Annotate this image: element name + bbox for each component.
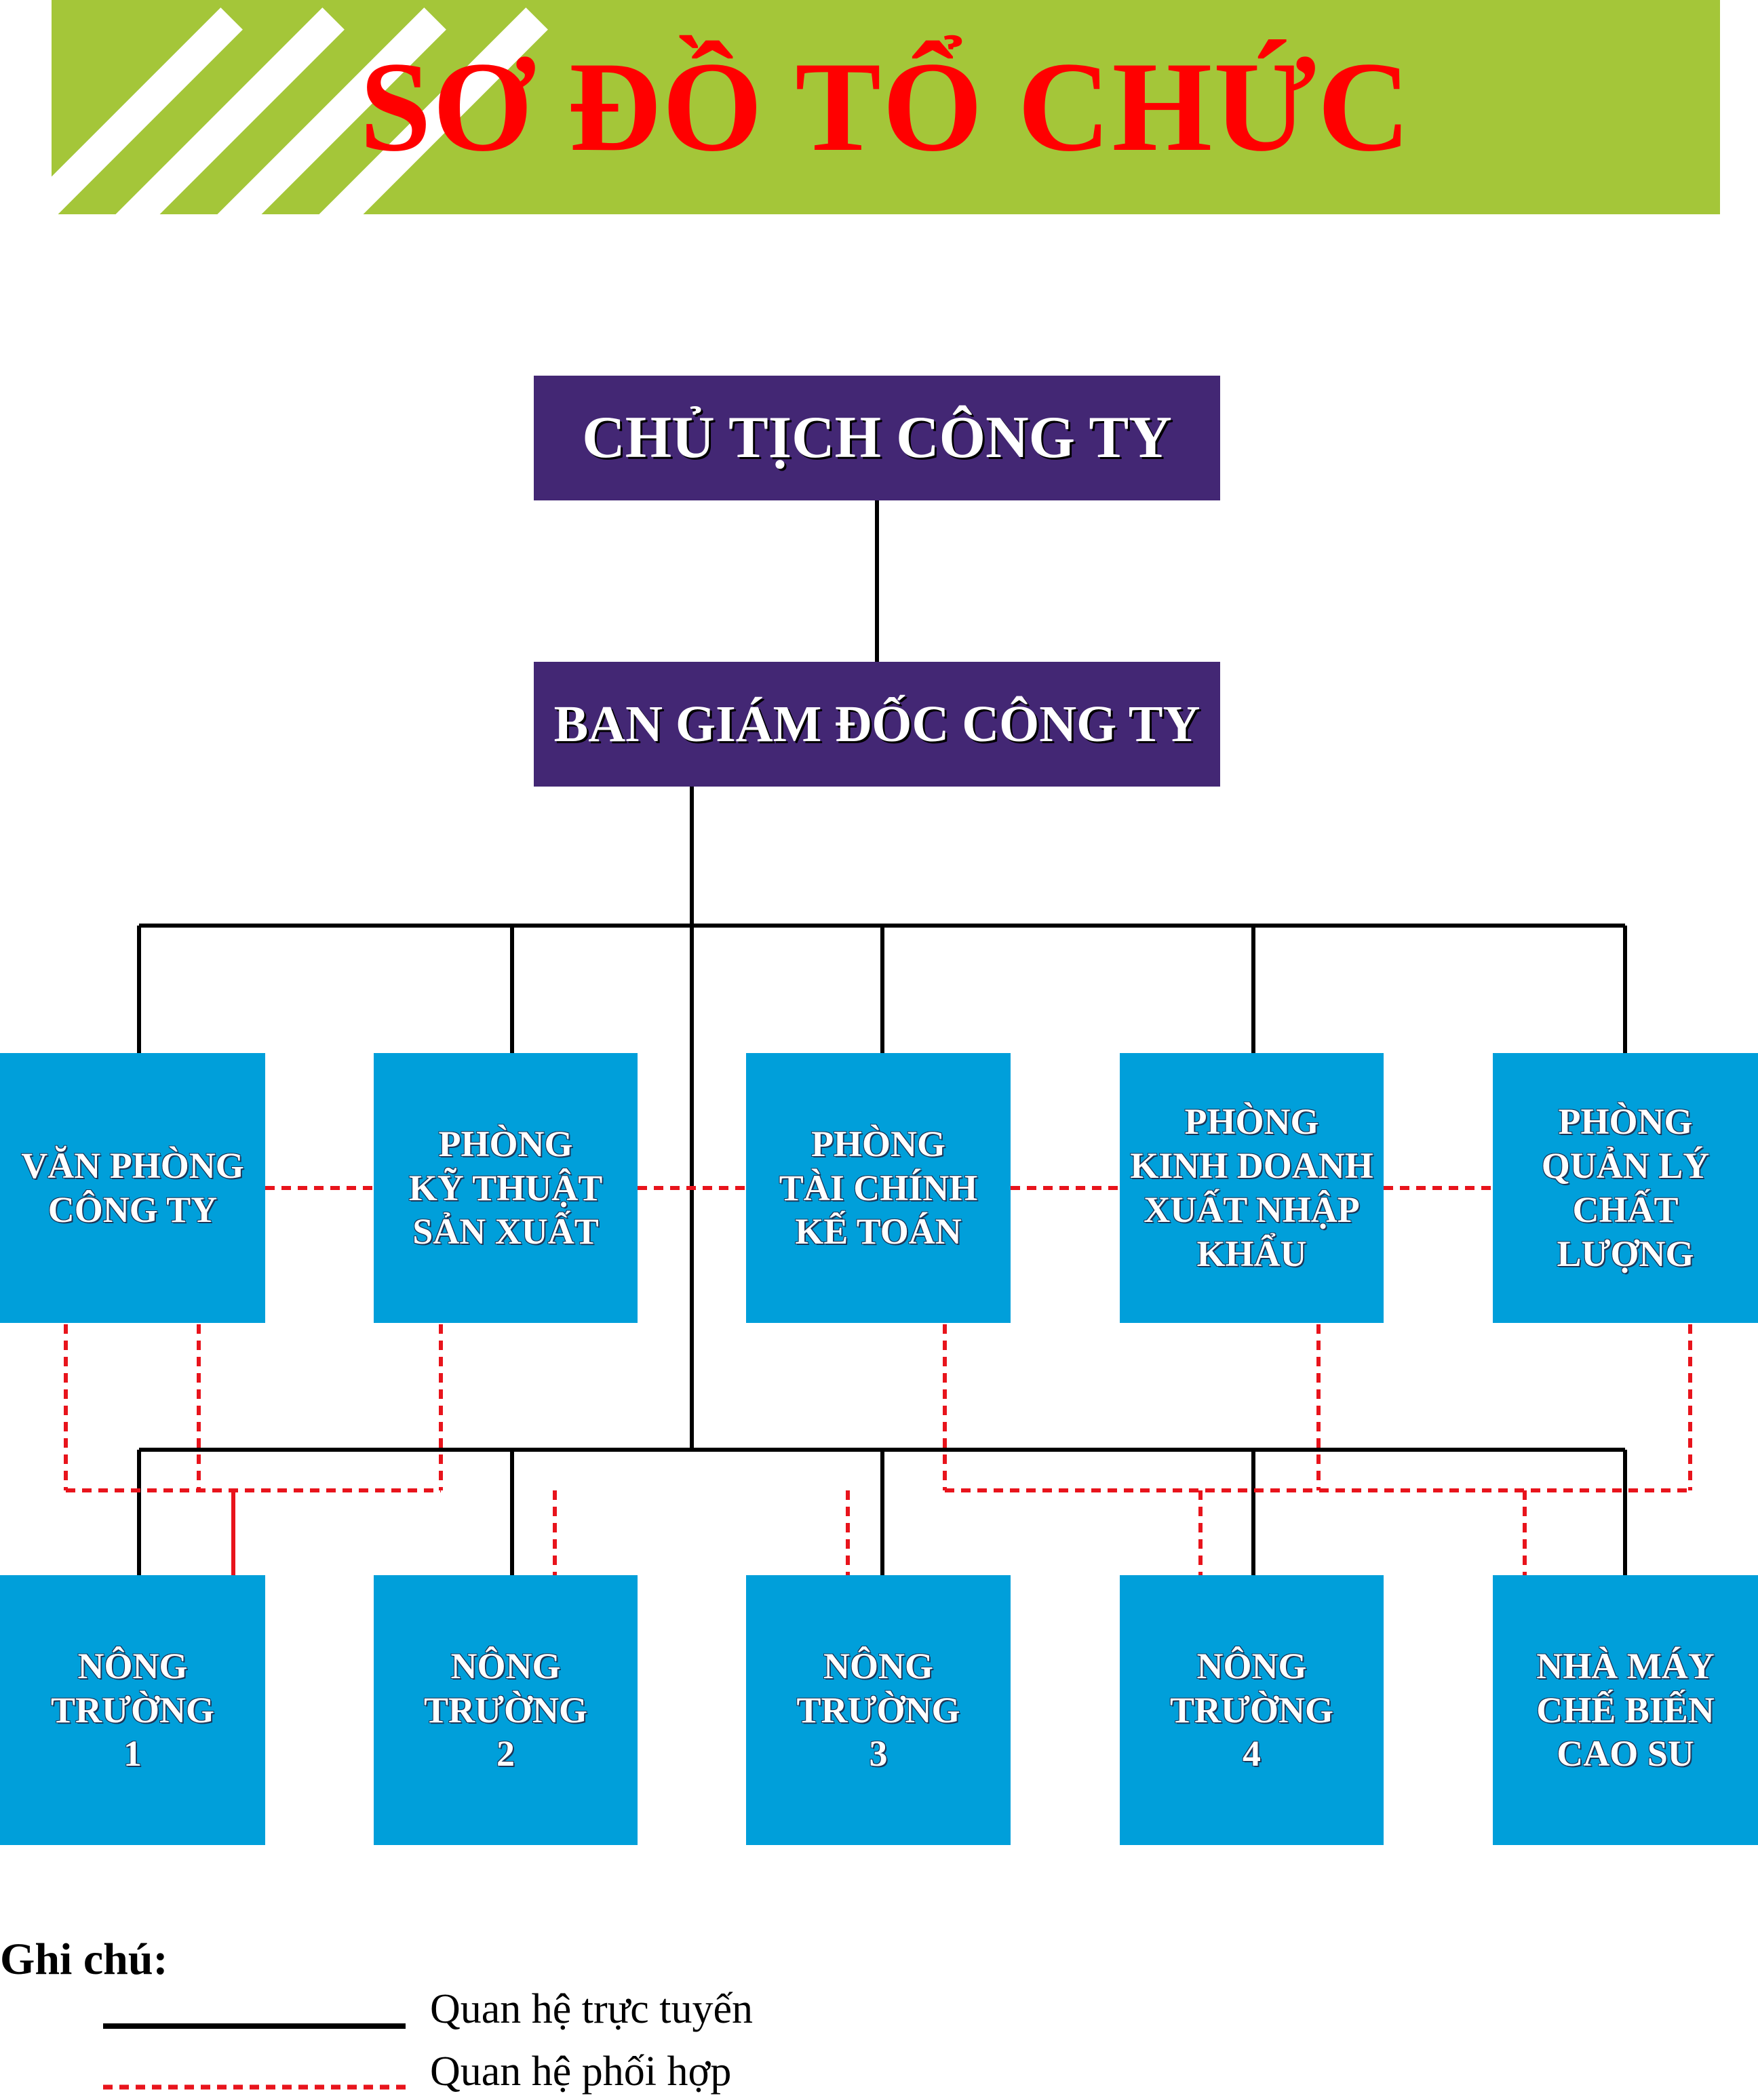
board-of-directors-box: BAN GIÁM ĐỐC CÔNG TY [534,662,1220,787]
unit-box: NHÀ MÁY CHẾ BIẾN CAO SU [1493,1575,1758,1845]
unit-box: NÔNG TRƯỜNG 2 [374,1575,638,1845]
unit-box: NÔNG TRƯỜNG 3 [746,1575,1011,1845]
legend-swatches [103,2023,406,2090]
unit-box: NÔNG TRƯỜNG 1 [0,1575,265,1845]
legend-direct-label: Quan hệ trực tuyến [430,1986,754,2032]
title-banner: SƠ ĐỒ TỔ CHỨC [52,0,1720,214]
department-box: PHÒNG TÀI CHÍNH KẾ TOÁN [746,1053,1011,1323]
legend-coordination-label: Quan hệ phối hợp [430,2048,732,2095]
coordination-lines [64,1186,1692,1575]
legend-title: Ghi chú: [0,1935,168,1984]
chairman-box: CHỦ TỊCH CÔNG TY [534,376,1220,500]
department-box: VĂN PHÒNG CÔNG TY [0,1053,265,1323]
direct-lines [137,500,1627,1575]
department-box: PHÒNG QUẢN LÝ CHẤT LƯỢNG [1493,1053,1758,1323]
page-title: SƠ ĐỒ TỔ CHỨC [359,36,1412,178]
department-box: PHÒNG KINH DOANH XUẤT NHẬP KHẨU [1120,1053,1384,1323]
unit-box: NÔNG TRƯỜNG 4 [1120,1575,1384,1845]
department-box: PHÒNG KỸ THUẬT SẢN XUẤT [374,1053,638,1323]
